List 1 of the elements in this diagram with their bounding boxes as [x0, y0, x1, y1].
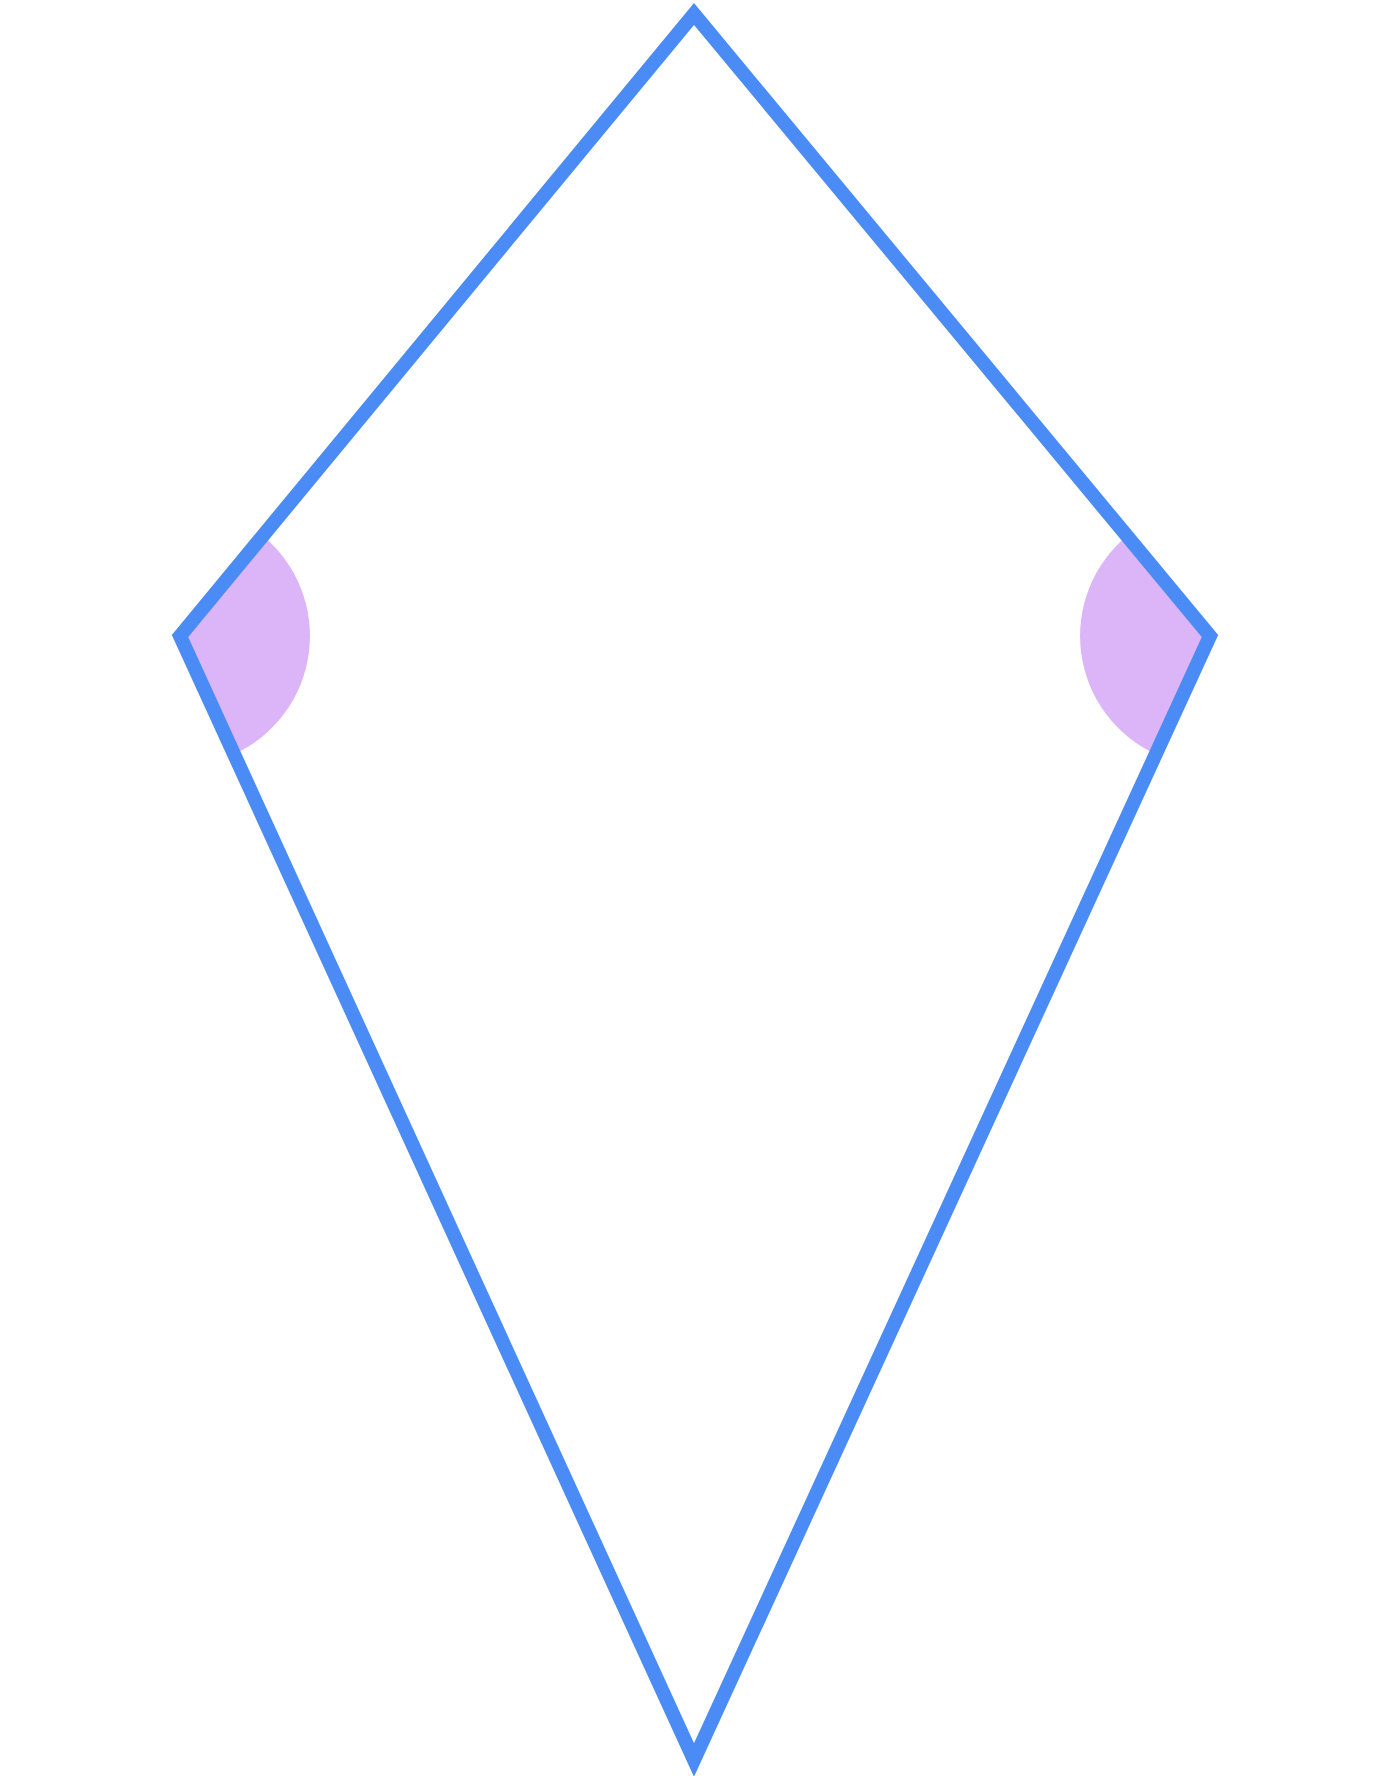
kite-drawing [171, 3, 1219, 1776]
